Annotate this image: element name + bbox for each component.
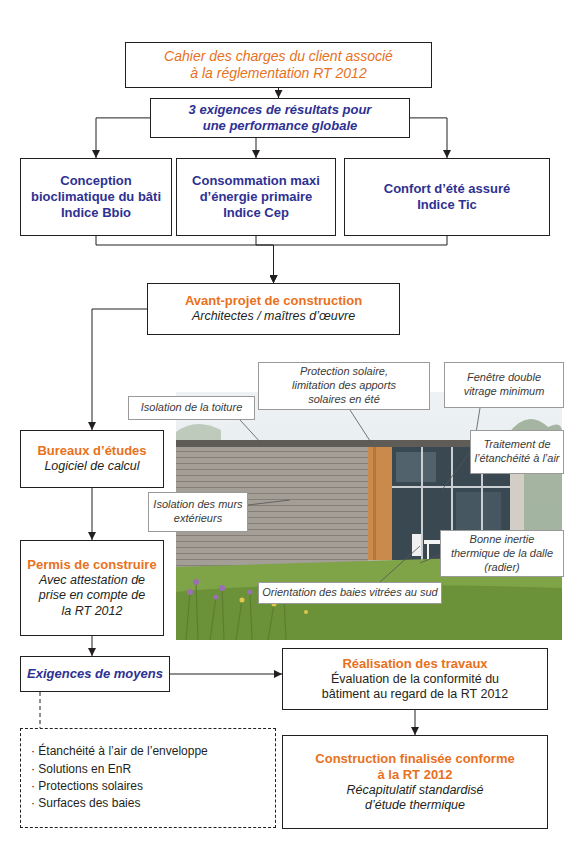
subheading-text: 3 exigences de résultats pour une perfor…	[183, 102, 378, 134]
flow-arrow	[415, 710, 416, 735]
flow-arrow	[278, 88, 279, 98]
requirement-box: Conception bioclimatique du bâti Indice …	[20, 158, 172, 236]
process-box: Bureaux d’étudesLogiciel de calcul	[20, 430, 164, 488]
flow-arrow	[92, 309, 147, 430]
callout-text: Protection solaire, limitation des appor…	[287, 365, 402, 406]
process-box: 3 exigences de résultats pour une perfor…	[150, 98, 410, 138]
heading-text: Cahier des charges du client associé à l…	[161, 48, 396, 82]
callout-box: Isolation des murs extérieurs	[148, 492, 248, 532]
requirement-box: Consommation maxi d’énergie primaire Ind…	[176, 158, 336, 236]
box-subtext: Architectes / maîtres d’œuvre	[192, 309, 355, 324]
callout-text: Orientation des baies vitrées au sud	[262, 586, 438, 600]
process-box: Permis de construireAvec attestation de …	[20, 540, 164, 636]
box-subtext: Avec attestation de prise en compte de l…	[36, 573, 148, 619]
callout-box: Isolation de la toiture	[128, 396, 255, 420]
flow-arrow	[274, 236, 448, 283]
flow-arrow	[92, 488, 93, 540]
callout-text: Isolation des murs extérieurs	[152, 498, 244, 526]
dashed-connector	[40, 692, 41, 728]
box-body: Évaluation de la conformité du bâtiment …	[310, 672, 520, 703]
callout-box: Protection solaire, limitation des appor…	[258, 362, 430, 410]
flow-arrow	[170, 674, 282, 675]
box-heading: Construction finalisée conforme à la RT …	[313, 751, 518, 783]
flow-arrow	[256, 138, 257, 158]
process-box: Avant-projet de constructionArchitectes …	[147, 283, 400, 335]
flow-arrow	[410, 118, 447, 158]
requirement-box: Confort d’été assuré Indice Tic	[344, 158, 550, 236]
list-box: · Étanchéité à l’air de l’enveloppe· Sol…	[20, 728, 276, 828]
flow-arrow	[256, 236, 274, 283]
requirement-text: Consommation maxi d’énergie primaire Ind…	[181, 173, 331, 221]
callout-box: Traitement de l’étanchéité à l’air	[470, 430, 564, 474]
box-subtext: Récapitulatif standardisé d’étude thermi…	[330, 783, 500, 814]
callout-text: Bonne inertie thermique de la dalle (rad…	[444, 533, 560, 574]
box-subtext: Logiciel de calcul	[44, 459, 139, 474]
box-heading: Permis de construire	[27, 557, 156, 573]
callout-box: Orientation des baies vitrées au sud	[258, 582, 442, 604]
flow-arrow	[96, 118, 150, 158]
box-heading: Avant-projet de construction	[185, 293, 362, 309]
callout-text: Isolation de la toiture	[141, 401, 243, 415]
process-box: Construction finalisée conforme à la RT …	[282, 735, 548, 829]
callout-box: Bonne inertie thermique de la dalle (rad…	[440, 530, 564, 577]
list-item: · Étanchéité à l’air de l’enveloppe	[31, 743, 208, 760]
flow-arrow	[96, 236, 274, 283]
process-box: Réalisation des travauxÉvaluation de la …	[282, 648, 548, 710]
requirement-text: Conception bioclimatique du bâti Indice …	[25, 173, 167, 221]
box-heading: Bureaux d’études	[37, 443, 146, 459]
flow-arrow	[92, 636, 93, 656]
subheading-text: Exigences de moyens	[27, 666, 163, 682]
process-box: Exigences de moyens	[20, 656, 170, 692]
callout-text: Fenêtre double vitrage minimum	[454, 371, 554, 399]
requirement-text: Confort d’été assuré Indice Tic	[367, 181, 527, 213]
list-item: · Solutions en EnR	[31, 761, 131, 778]
box-heading: Réalisation des travaux	[342, 656, 487, 672]
requirements-box: Cahier des charges du client associé à l…	[125, 42, 432, 88]
list-item: · Protections solaires	[31, 778, 143, 795]
list-item: · Surfaces des baies	[31, 795, 140, 812]
callout-box: Fenêtre double vitrage minimum	[444, 362, 564, 408]
callout-text: Traitement de l’étanchéité à l’air	[474, 438, 560, 466]
